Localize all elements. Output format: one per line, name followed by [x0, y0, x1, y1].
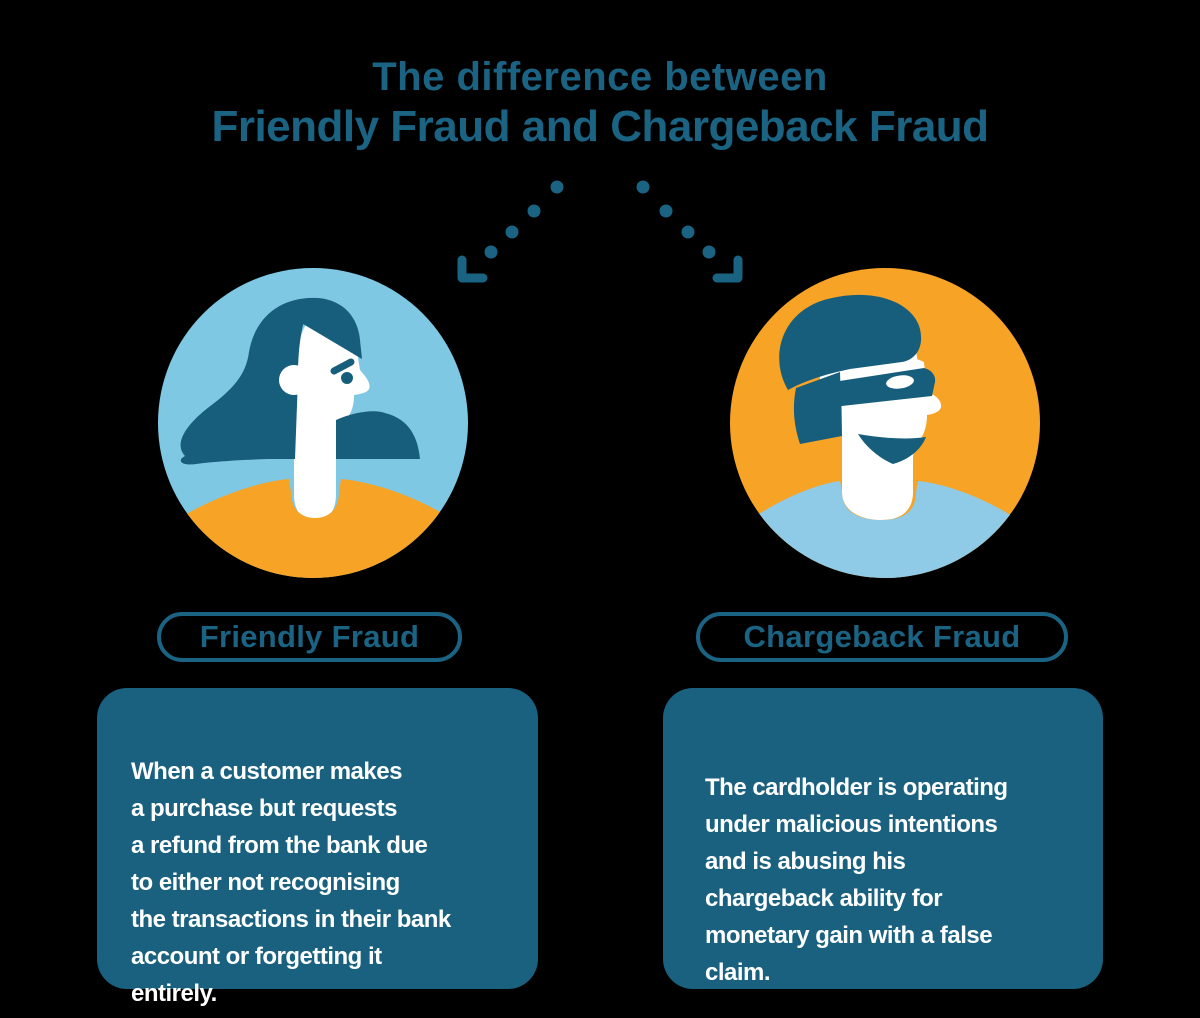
bracket-left-icon [457, 255, 488, 283]
chargeback-fraud-description-card: The cardholder is operating under malici… [663, 688, 1103, 989]
page-title-line-1: The difference between [372, 55, 828, 99]
woman-customer-illustration [158, 268, 468, 578]
chargeback-fraud-badge: Chargeback Fraud [696, 612, 1068, 662]
woman-hair [180, 297, 420, 465]
friendly-fraud-badge-label: Friendly Fraud [199, 619, 420, 654]
page-title-line-2: Friendly Fraud and Chargeback Fraud [211, 102, 989, 151]
friendly-fraud-description: When a customer makes a purchase but req… [131, 758, 451, 1007]
woman-face [294, 316, 370, 520]
arc-dots [484, 180, 716, 259]
masked-fraudster-avatar [730, 268, 1040, 578]
dotted-arc [457, 180, 743, 283]
chargeback-fraud-description: The cardholder is operating under malici… [705, 774, 1008, 986]
woman-ear [279, 365, 309, 395]
masked-fraudster-illustration [730, 268, 1040, 578]
friendly-fraud-badge: Friendly Fraud [157, 612, 462, 662]
page-title: The difference between Friendly Fraud an… [0, 52, 1200, 152]
woman-customer-avatar [158, 268, 468, 578]
bracket-right-icon [712, 255, 743, 283]
chargeback-fraud-badge-label: Chargeback Fraud [743, 619, 1021, 654]
jaw-shadow [858, 434, 926, 464]
woman-eyebrow [330, 358, 355, 375]
woman-eye [341, 372, 353, 384]
friendly-fraud-description-card: When a customer makes a purchase but req… [97, 688, 538, 1007]
mask-eye-slit [886, 375, 914, 389]
fraudster-hair [779, 294, 922, 444]
